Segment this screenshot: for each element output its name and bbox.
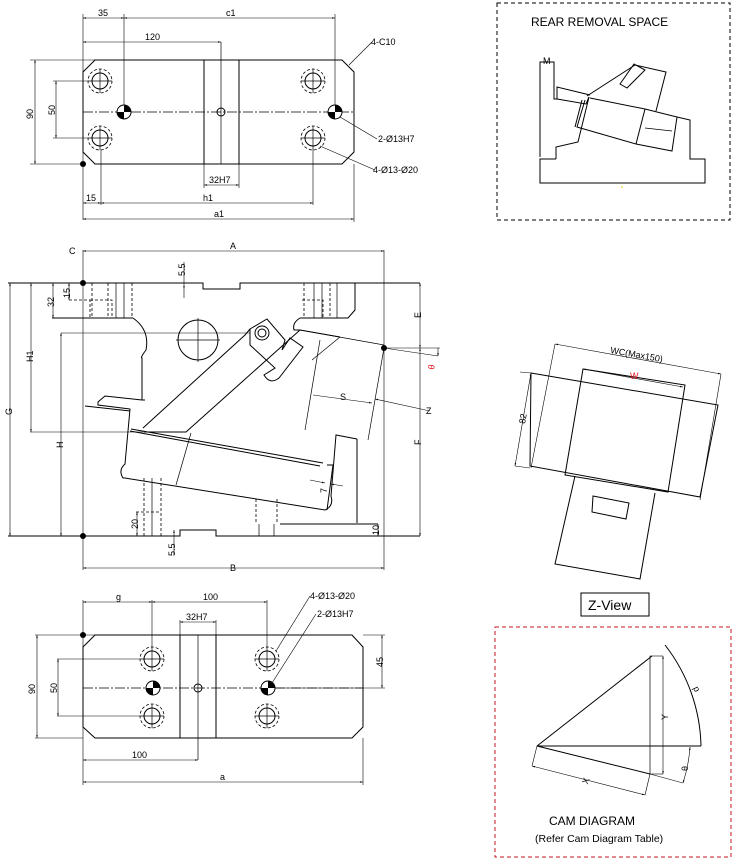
rear-removal-frame <box>496 2 731 221</box>
rear-removal-panel: REAR REMOVAL SPACE M <box>496 2 731 221</box>
pin-hole-symbol <box>327 104 343 120</box>
dim-E: E <box>413 312 423 318</box>
dim-15-front: 15 <box>62 288 72 298</box>
cam-diagram-subtitle: (Refer Cam Diagram Table) <box>535 833 663 845</box>
bolt-hole <box>139 703 165 729</box>
dim-100-bottom: 100 <box>132 750 147 760</box>
dim-theta: θ <box>426 364 437 371</box>
dim-B: B <box>230 563 236 573</box>
pin-hole-symbol <box>260 680 276 696</box>
cam-label-x: X <box>580 776 591 785</box>
bottom-view: g 100 32H7 90 50 45 100 a 4-Ø13-Ø20 2-Ø1… <box>27 591 385 785</box>
dim-15: 15 <box>86 193 96 203</box>
dim-H: H <box>55 442 65 449</box>
z-view-label: Z-View <box>588 597 632 613</box>
dim-32h7-bottom: 32H7 <box>186 612 208 622</box>
cam-diagram-panel: Y X θ p CAM DIAGRAM (Refer Cam Diagram T… <box>494 626 732 858</box>
dim-32: 32 <box>46 297 56 307</box>
dim-G: G <box>4 408 14 415</box>
bolt-hole <box>254 646 280 672</box>
top-view: 35 c1 120 90 50 32H7 15 h1 a1 4-C10 2-Ø1… <box>25 8 418 222</box>
dim-50-bottom: 50 <box>49 683 59 693</box>
dim-120: 120 <box>145 32 160 42</box>
cam-label-y: Y <box>660 714 670 720</box>
callout-pin-holes-bottom: 2-Ø13H7 <box>317 609 354 619</box>
cam-label-p: p <box>691 685 702 694</box>
z-view-label-box <box>580 592 650 617</box>
dim-5-5-top: 5.5 <box>177 263 187 276</box>
dim-wc: WC(Max150) <box>610 345 664 364</box>
dim-a: a <box>220 772 225 782</box>
m-label: M <box>543 56 551 66</box>
cam-diagram-frame <box>494 626 732 858</box>
dim-F: F <box>413 439 423 445</box>
dim-32h7: 32H7 <box>209 175 231 185</box>
dim-45: 45 <box>375 657 385 667</box>
dim-h1: h1 <box>203 193 213 203</box>
bolt-hole <box>87 125 113 151</box>
bottom-plate-outline <box>82 634 364 739</box>
rear-removal-title: REAR REMOVAL SPACE <box>531 15 668 29</box>
dim-90: 90 <box>25 109 35 119</box>
dim-5-5-bottom: 5.5 <box>167 543 177 556</box>
pin-hole-symbol <box>116 104 132 120</box>
dim-50: 50 <box>47 105 57 115</box>
dim-10: 10 <box>371 525 381 535</box>
dim-100-top: 100 <box>203 592 218 602</box>
dim-82: 82 <box>517 413 529 425</box>
cam-label-theta: θ <box>680 766 690 771</box>
dim-35: 35 <box>98 8 108 18</box>
dim-c: C <box>69 246 76 256</box>
callout-pin-holes: 2-Ø13H7 <box>378 134 415 144</box>
dim-A: A <box>230 241 236 251</box>
cam-diagram-title: CAM DIAGRAM <box>549 814 635 828</box>
front-view: C A B G H1 H 32 15 5.5 5.5 20 10 7 E F S… <box>4 241 440 573</box>
bolt-hole <box>300 68 326 94</box>
dim-90-bottom: 90 <box>27 684 37 694</box>
dim-c1: c1 <box>226 8 236 18</box>
bolt-hole <box>300 125 326 151</box>
bolt-hole <box>254 703 280 729</box>
dim-H1: H1 <box>25 350 35 362</box>
pin-hole-symbol <box>145 680 161 696</box>
callout-bolt-holes: 4-Ø13-Ø20 <box>373 165 418 175</box>
dim-S: S <box>340 392 346 402</box>
bolt-hole <box>139 646 165 672</box>
dim-w: W <box>630 371 639 381</box>
z-view: WC(Max150) W 82 Z-View <box>514 343 722 617</box>
dim-a1: a1 <box>214 209 224 219</box>
callout-chamfer: 4-C10 <box>371 37 396 47</box>
dim-20: 20 <box>130 519 140 529</box>
bolt-hole <box>87 68 113 94</box>
dim-7: 7 <box>319 488 329 493</box>
dim-g: g <box>116 592 121 602</box>
dim-Z: Z <box>426 406 432 416</box>
callout-bolt-holes-bottom: 4-Ø13-Ø20 <box>310 591 355 601</box>
